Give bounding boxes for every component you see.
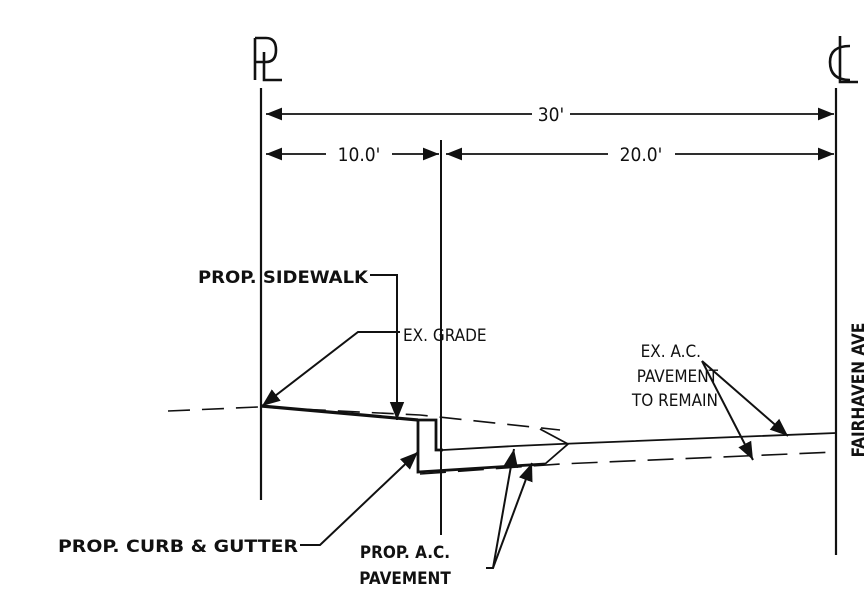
proposed-curb-gutter xyxy=(416,418,546,474)
proposed-ac-pavement xyxy=(442,428,837,465)
prop-ac-label-line1: PROP. A.C. xyxy=(360,543,450,563)
existing-pavement-line xyxy=(419,451,837,475)
leader-ex-ac-1 xyxy=(701,360,789,437)
ex-ac-label-line2: PAVEMENT xyxy=(637,367,719,387)
prop-curb-gutter-label: PROP. CURB & GUTTER xyxy=(58,537,298,557)
property-line-marker xyxy=(253,36,282,500)
ex-grade-label: EX. GRADE xyxy=(403,326,487,346)
leader-ex-ac-2 xyxy=(701,360,754,461)
leader-ex-grade xyxy=(261,331,400,407)
leader-curb-gutter xyxy=(300,451,419,546)
prop-ac-label-line2: PAVEMENT xyxy=(359,569,451,589)
leader-prop-ac-2 xyxy=(492,462,533,569)
dimension-pavement-label: 20.0' xyxy=(620,144,663,166)
prop-sidewalk-label: PROP. SIDEWALK xyxy=(198,268,369,288)
dimension-total-label: 30' xyxy=(538,104,564,126)
existing-grade-line xyxy=(167,406,561,431)
centerline-marker xyxy=(828,36,858,555)
leader-prop-sidewalk xyxy=(370,274,405,420)
dimension-sidewalk-label: 10.0' xyxy=(338,144,381,166)
ex-ac-label-line1: EX. A.C. xyxy=(641,342,701,362)
street-name-label: FAIRHAVEN AVE xyxy=(849,323,866,458)
leader-lines xyxy=(261,274,789,569)
proposed-sidewalk xyxy=(260,404,419,422)
ex-ac-label-line3: TO REMAIN xyxy=(631,391,718,411)
